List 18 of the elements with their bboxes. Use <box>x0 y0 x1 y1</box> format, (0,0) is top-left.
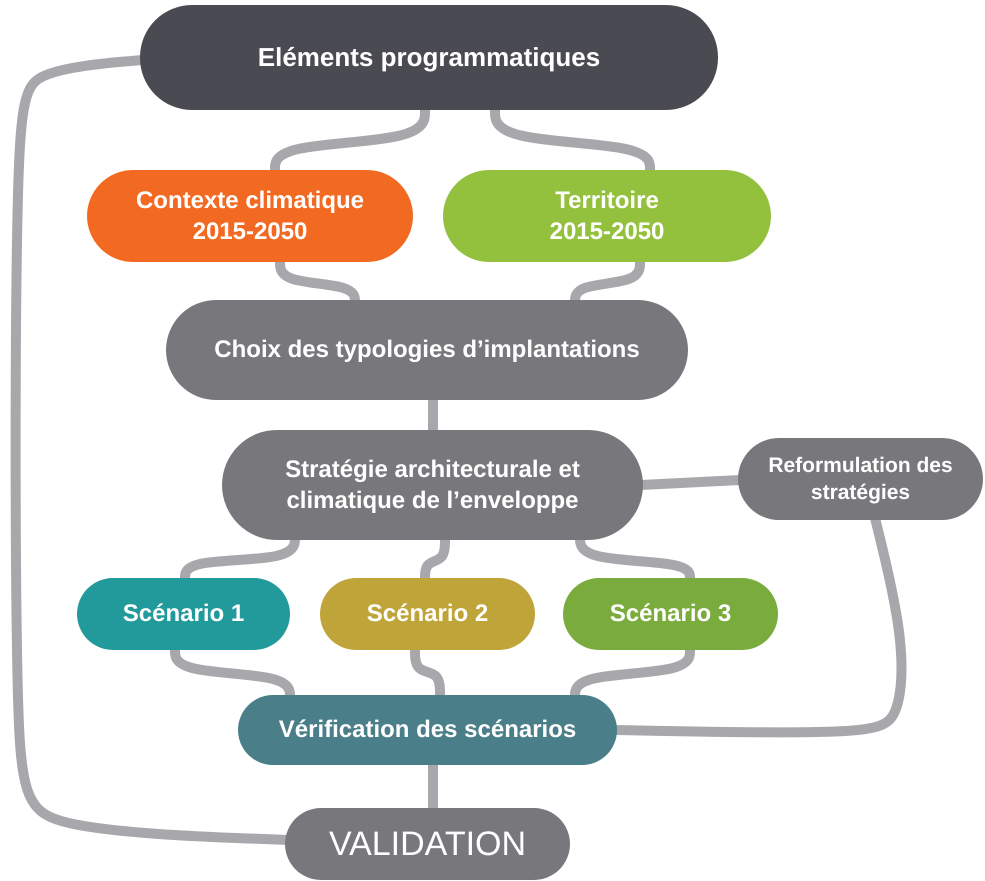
box-label: Territoire 2015-2050 <box>548 186 666 247</box>
connector-line <box>410 647 445 698</box>
connector-line <box>640 475 740 490</box>
box-label: Scénario 2 <box>366 599 488 630</box>
connector-line <box>10 55 288 845</box>
box-label: Eléments programmatiques <box>258 40 600 74</box>
connector-line <box>428 763 438 810</box>
box-label: Scénario 1 <box>122 599 244 630</box>
box-label: Contexte climatique 2015-2050 <box>134 186 366 247</box>
box-label: VALIDATION <box>328 824 526 865</box>
connector-line <box>428 398 438 432</box>
box-label: Choix des typologies d’implantations <box>214 335 640 366</box>
box-label: Stratégie architecturale et climatique de l’enveloppe <box>284 454 581 516</box>
box-label: Scénario 3 <box>610 599 732 630</box>
connector-line <box>490 108 655 172</box>
connector-line <box>270 108 430 172</box>
box-label: Reformulation des stratégies <box>768 452 953 506</box>
box-label: Vérification des scénarios <box>278 715 576 746</box>
